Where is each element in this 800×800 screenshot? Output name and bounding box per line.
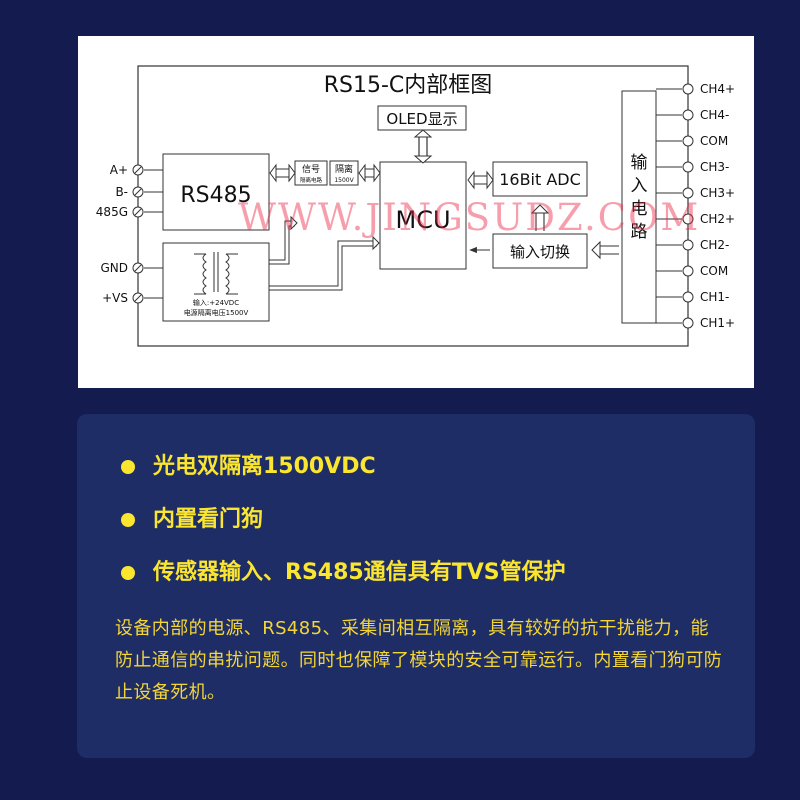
power-arrowheads [290,215,380,251]
block-diagram-panel: RS15-C内部框图 OLED显示 MCU RS485 信号 隔离电路 隔离 1… [78,36,754,388]
input-circuit-char-2: 入 [631,176,648,196]
feature-list: 光电双隔离1500VDC 内置看门狗 传感器输入、RS485通信具有TVS管保护 [121,450,566,609]
oled-mcu-link [418,134,428,159]
block-diagram: RS15-C内部框图 OLED显示 MCU RS485 信号 隔离电路 隔离 1… [96,65,735,347]
adc-block [492,161,588,197]
screw-terminal-icon [682,187,694,199]
feature-card: 光电双隔离1500VDC 内置看门狗 传感器输入、RS485通信具有TVS管保护… [77,414,755,758]
input-circuit-char-1: 输 [631,153,648,173]
isolation-label: 隔离 [335,163,353,175]
input-circuit-char-4: 路 [631,222,648,242]
input-circuit-char-3: 电 [631,199,648,219]
switch-adc-link [535,211,545,231]
feature-item: 光电双隔离1500VDC [121,450,566,503]
channel-wires [656,88,682,324]
right-terminal-block: CH4+ CH4- COM CH3- CH3+ CH2+ CH2- COM CH… [656,82,735,330]
feature-item: 内置看门狗 [121,503,566,556]
screw-terminal-icon [682,239,694,251]
isolation-box [329,160,359,186]
signal-isolation-sublabel: 隔离电路 [300,176,323,184]
terminal-label: B- [115,185,128,199]
terminal-label: COM [700,264,728,278]
terminal-label: A+ [110,163,128,177]
power-supply-lines [269,220,377,291]
terminal-label: CH2+ [700,212,735,226]
feature-text: 内置看门狗 [153,507,264,532]
rs485-mcu-arrowheads [269,163,381,183]
oled-label: OLED显示 [386,110,457,128]
oled-mcu-arrowheads [413,129,433,164]
terminal-wires [144,169,163,299]
input-switch-block [492,233,588,269]
isolation-sublabel: 1500V [334,177,354,184]
circuit-switch-link [598,245,619,255]
bullet-icon [121,460,135,474]
terminal-label: GND [100,261,128,275]
diagram-title: RS15-C内部框图 [324,73,493,98]
terminal-label: 485G [96,205,128,219]
input-switch-label: 输入切换 [510,243,570,261]
mcu-block [379,161,467,270]
terminal-label: +VS [102,291,128,305]
terminal-label: COM [700,134,728,148]
bullet-icon [121,566,135,580]
oled-block [377,105,467,131]
power-isolation-label: 电源隔离电压1500V [184,308,249,317]
signal-isolation-label: 信号 [302,163,320,175]
mcu-label: MCU [395,206,450,234]
rs485-label: RS485 [180,183,251,208]
screw-terminal-icon [682,317,694,329]
left-terminal-block: A+ B- 485G GND +VS [96,163,163,305]
rs485-block [162,153,270,231]
screw-terminal-icon [682,291,694,303]
terminal-label: CH2- [700,238,729,252]
adc-label: 16Bit ADC [499,170,581,189]
feature-text: 光电双隔离1500VDC [153,454,376,479]
module-enclosure [137,65,689,347]
circuit-switch-arrowhead [591,240,601,260]
screw-terminal-icon [682,109,694,121]
screw-terminal-icon [682,213,694,225]
power-input-label: 输入:+24VDC [193,298,239,307]
adc-mcu-arrowheads [467,170,494,190]
screw-terminal-icon [682,161,694,173]
terminal-label: CH1- [700,290,729,304]
bullet-icon [121,513,135,527]
terminal-label: CH4- [700,108,729,122]
switch-adc-arrowhead [530,204,550,214]
feature-item: 传感器输入、RS485通信具有TVS管保护 [121,556,566,609]
terminal-label: CH1+ [700,316,735,330]
input-circuit-block [621,90,657,324]
terminal-label: CH3- [700,160,729,174]
screw-terminal-icon [682,83,694,95]
description-text: 设备内部的电源、RS485、采集间相互隔离，具有较好的抗干扰能力，能防止通信的串… [115,618,723,703]
terminal-label: CH3+ [700,186,735,200]
rs485-mcu-link [273,168,377,178]
terminal-label: CH4+ [700,82,735,96]
screw-terminal-icon [682,135,694,147]
transformer-icon [194,252,238,295]
power-block [162,242,270,322]
feature-text: 传感器输入、RS485通信具有TVS管保护 [153,560,566,585]
screw-terminal-icon [682,265,694,277]
